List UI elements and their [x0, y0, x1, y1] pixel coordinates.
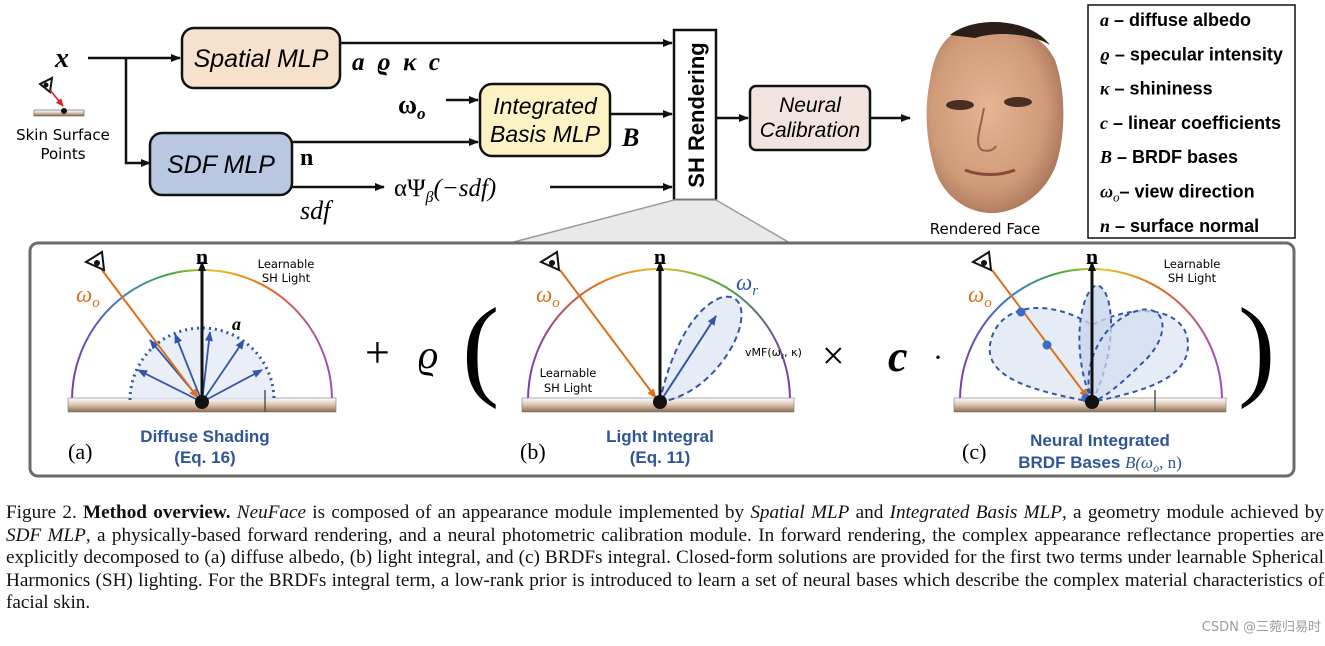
sdf-output-n: n	[300, 145, 313, 171]
neural-calibration-label-1: Neural	[779, 94, 842, 117]
method-figure: x Skin Surface Points Spatial MLP a ϱ κ …	[16, 4, 1296, 478]
legend-symbol: a	[1100, 10, 1109, 30]
legend-description: – BRDF bases	[1112, 147, 1238, 167]
legend-description: – specular intensity	[1110, 44, 1283, 64]
rendered-face-label: Rendered Face	[930, 220, 1041, 238]
panel-a-light-1: Learnable	[258, 257, 315, 271]
panel-c-title-2: BRDF Bases B(ωo, n)	[1018, 453, 1182, 475]
integrated-basis-label-2: Basis MLP	[490, 121, 601, 147]
legend-item: n – surface normal	[1100, 216, 1259, 236]
op-dot: ·	[933, 341, 943, 374]
caption-spatial-mlp: Spatial MLP	[750, 502, 850, 523]
op-c: c	[888, 332, 908, 381]
caption-integrated-basis-mlp: Integrated Basis MLP	[889, 502, 1062, 523]
spatial-mlp-box	[180, 26, 342, 90]
sdf-mlp-box	[148, 131, 294, 197]
panel-a-title-2: (Eq. 16)	[174, 448, 235, 467]
legend-item: κ – shininess	[1100, 79, 1213, 99]
figure-caption: Figure 2. Method overview. NeuFace is co…	[6, 502, 1324, 615]
integrated-basis-label-1: Integrated	[493, 93, 598, 119]
panel-a-tag: (a)	[68, 439, 92, 464]
skin-surface-icon	[33, 76, 85, 117]
zoom-callout	[509, 199, 793, 244]
legend-description: – surface normal	[1110, 216, 1259, 236]
rendered-face-image	[926, 22, 1064, 214]
legend-symbol: ϱ	[1100, 44, 1110, 64]
panel-b-title-2: (Eq. 11)	[630, 448, 690, 467]
legend-symbol: n	[1100, 216, 1110, 236]
panel-a: n ωo a Learnable SH Light (a) Diffuse Sh…	[67, 244, 337, 467]
sh-rendering-label: SH Rendering	[684, 42, 709, 187]
spatial-outputs-label: a ϱ κ c	[352, 49, 440, 76]
caption-figure-number: Figure 2.	[6, 502, 77, 523]
legend-description: – linear coefficients	[1108, 113, 1281, 133]
panel-c-normal: n	[1086, 244, 1098, 269]
detail-panel	[28, 241, 1296, 478]
panel-c-omega: ωo	[968, 282, 992, 311]
input-x-label: x	[54, 43, 69, 74]
op-plus: +	[365, 328, 390, 377]
panel-a-albedo: a	[232, 314, 241, 334]
legend-description: – shininess	[1110, 79, 1213, 99]
caption-text-2: and	[849, 502, 890, 523]
caption-text-4: , a physically-based forward rendering, …	[6, 524, 1325, 614]
panel-b-tag: (b)	[520, 439, 546, 464]
legend-description: – diffuse albedo	[1109, 10, 1251, 30]
panel-c: n ωo Learnable SH Light (c) Neural Integ…	[953, 244, 1227, 475]
caption-text-3: , a geometry module achieved by	[1061, 502, 1324, 523]
op-times: ×	[822, 333, 845, 378]
panel-a-omega: ωo	[76, 282, 100, 311]
panel-b-normal: n	[654, 244, 666, 269]
panel-b-omega: ωo	[536, 282, 560, 311]
panel-b: n ωo ωr vMF(ωr, κ) Learnable SH Light (b…	[520, 244, 802, 467]
basis-output-b: B	[621, 123, 639, 152]
skin-surface-label: Skin Surface	[16, 126, 110, 144]
legend-description: – view direction	[1120, 182, 1255, 202]
panel-b-vmf: vMF(ωr, κ)	[745, 346, 802, 361]
op-rparen: )	[1238, 286, 1275, 410]
legend-symbol: B	[1099, 147, 1112, 167]
panel-a-light-2: SH Light	[262, 271, 311, 285]
legend-symbol: κ	[1100, 79, 1110, 99]
skin-points-label: Points	[40, 145, 85, 163]
legend-item: B – BRDF bases	[1099, 147, 1238, 167]
panel-c-title-1: Neural Integrated	[1030, 431, 1170, 450]
legend-item: c – linear coefficients	[1100, 113, 1281, 133]
integrated-basis-mlp-box	[478, 82, 612, 158]
panel-c-tag: (c)	[962, 439, 986, 464]
panel-b-light-1: Learnable	[540, 366, 597, 380]
legend-item: ϱ – specular intensity	[1100, 44, 1283, 64]
spatial-mlp-label: Spatial MLP	[194, 45, 329, 73]
caption-text-1: is composed of an appearance module impl…	[306, 502, 751, 523]
panel-c-light-1: Learnable	[1164, 257, 1221, 271]
sdf-output-sdf: sdf	[300, 196, 334, 225]
alpha-psi-term: αΨβ(−sdf)	[394, 175, 496, 206]
legend-symbol: c	[1100, 113, 1108, 133]
panel-a-title-1: Diffuse Shading	[140, 427, 269, 446]
legend-item: ωo– view direction	[1100, 182, 1255, 205]
legend: a – diffuse albedo ϱ – specular intensity…	[1099, 10, 1283, 236]
caption-title: Method overview.	[83, 502, 231, 523]
sdf-mlp-label: SDF MLP	[167, 151, 275, 179]
legend-symbol: ω	[1100, 182, 1113, 202]
neural-calibration-label-2: Calibration	[760, 119, 860, 142]
panel-c-light-2: SH Light	[1168, 271, 1217, 285]
panel-b-light-2: SH Light	[544, 381, 593, 395]
legend-item: a – diffuse albedo	[1100, 10, 1251, 30]
omega-o-input: ωo	[398, 90, 426, 123]
caption-neuface: NeuFace	[236, 502, 307, 523]
panel-b-omega-r: ωr	[736, 270, 758, 299]
caption-sdf-mlp: SDF MLP	[6, 524, 86, 546]
watermark: CSDN @三菀归易时	[1201, 616, 1321, 635]
legend-box	[1087, 4, 1296, 239]
op-lparen: (	[462, 286, 499, 410]
panel-b-title-1: Light Integral	[606, 427, 714, 446]
panel-a-normal: n	[196, 244, 208, 269]
op-rho: ϱ	[418, 332, 438, 377]
